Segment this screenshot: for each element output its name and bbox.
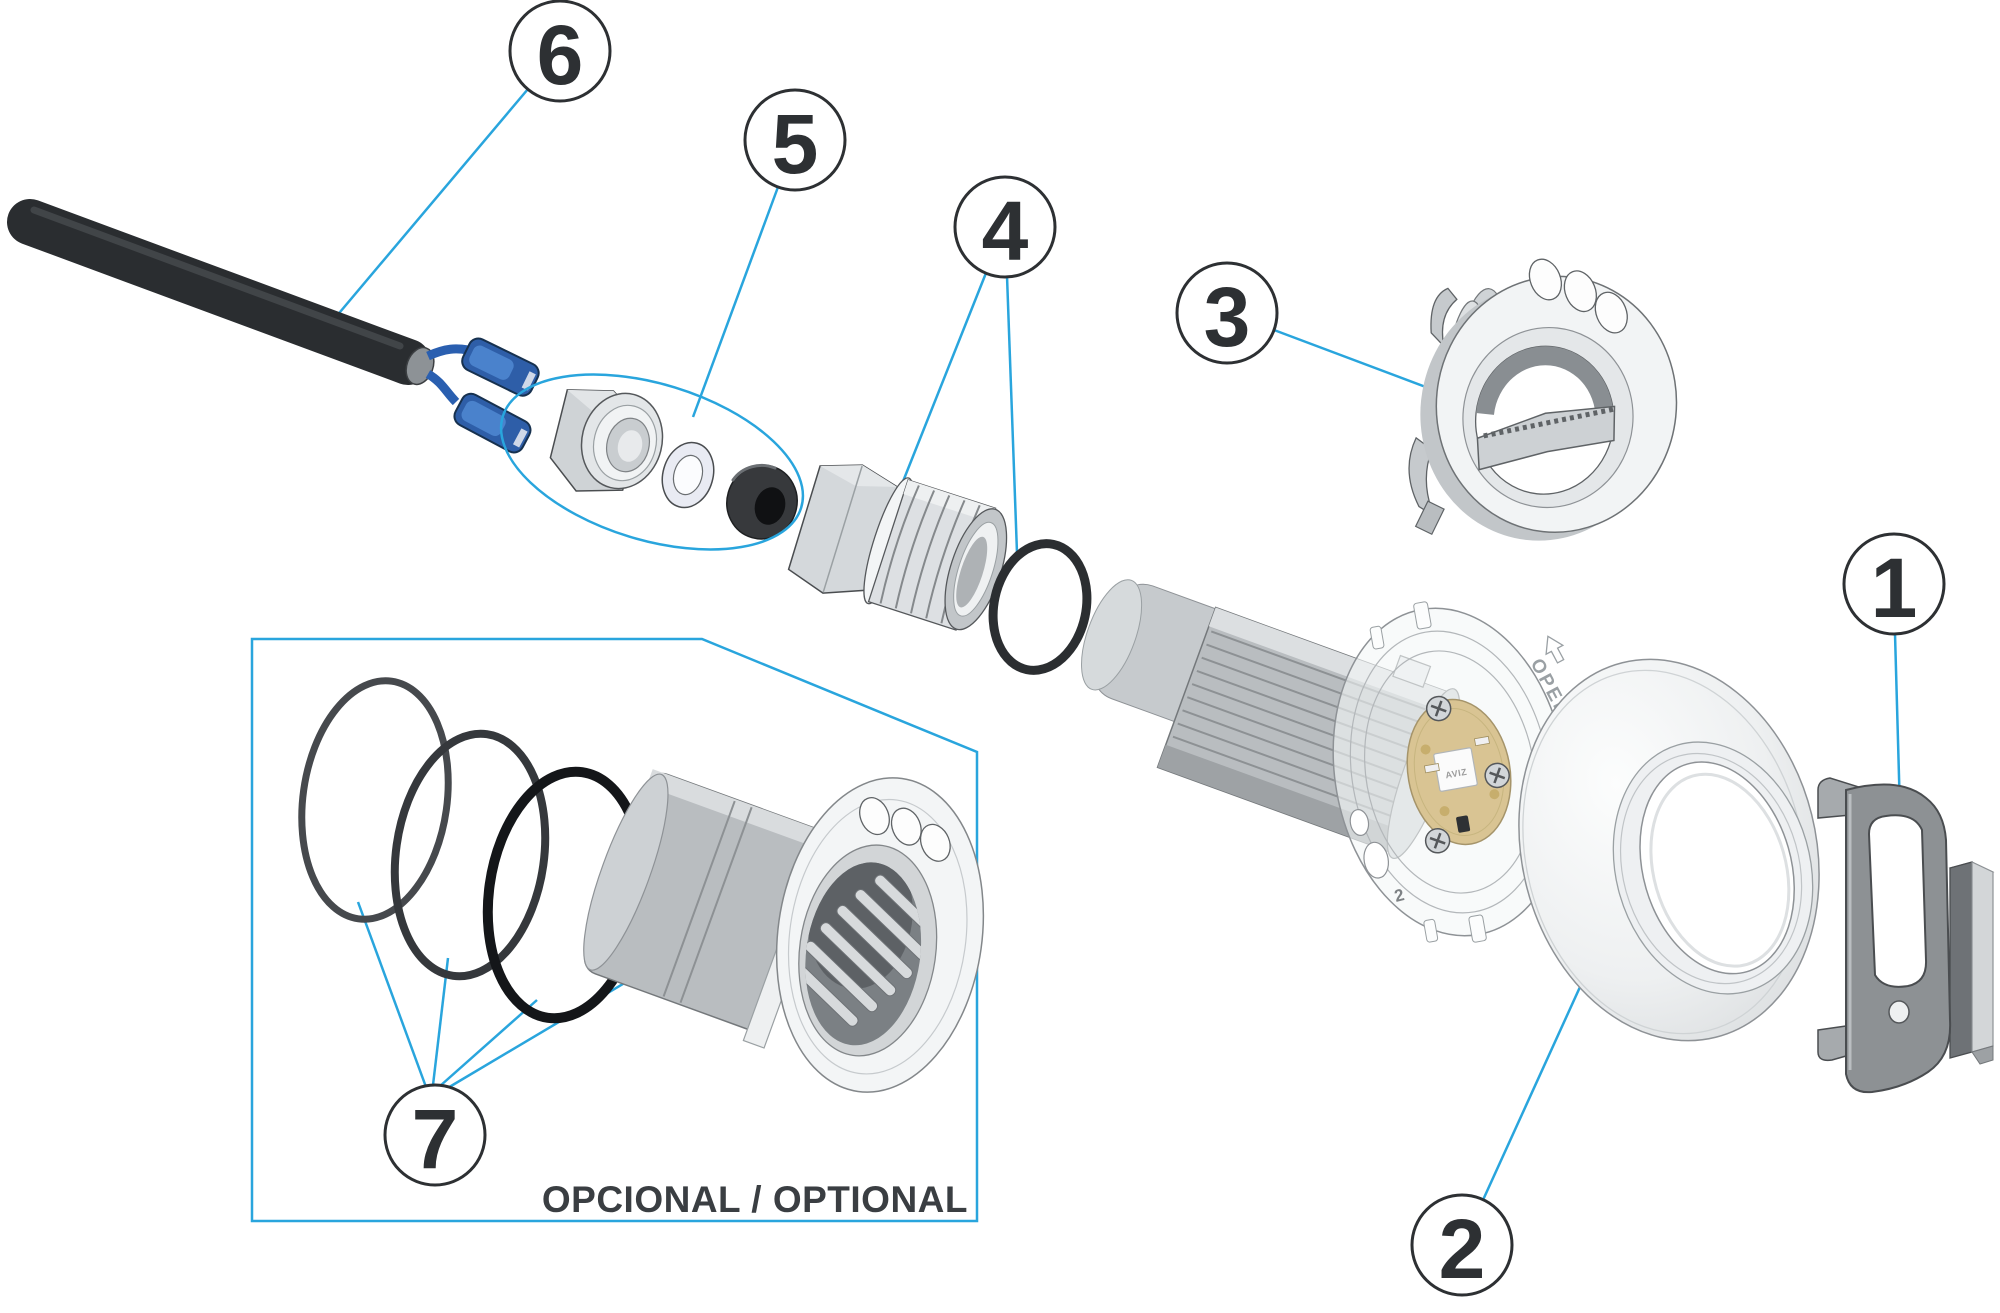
threaded-adapter	[787, 464, 1092, 675]
lens-opening	[1639, 761, 1795, 975]
leader-7c	[439, 999, 538, 1087]
optional-box-outline	[250, 637, 979, 1223]
gland-grommet	[726, 463, 798, 540]
wire-1	[426, 344, 469, 361]
callout-4: 4	[953, 175, 1057, 279]
fixing-ring	[1408, 258, 1678, 541]
leader-7a	[356, 901, 428, 1088]
cable-gland-set	[499, 373, 805, 551]
leader-5	[691, 186, 780, 418]
open-arrow-icon	[1545, 635, 1565, 664]
callout-1: 1	[1842, 532, 1946, 636]
callout-5: 5	[743, 88, 847, 192]
ring-serrated-segment	[1476, 405, 1616, 471]
callout-7: 7	[383, 1083, 487, 1187]
leader-4a	[898, 272, 988, 490]
niche-fins	[793, 854, 933, 1027]
callout-5-number: 5	[772, 97, 819, 191]
lamp-pcb: AVIZ	[1406, 695, 1512, 854]
gland-thread-tip	[580, 392, 664, 490]
callout-6-number: 6	[537, 8, 584, 102]
callout-4-number: 4	[982, 184, 1029, 278]
lens-front-cover	[1518, 658, 1820, 1042]
group-5-outline	[499, 373, 805, 551]
callout-2-number: 2	[1439, 1202, 1486, 1296]
callout-1-number: 1	[1871, 541, 1918, 635]
leader-6	[318, 88, 529, 338]
callout-6: 6	[508, 0, 612, 103]
lamp-assembly: AVIZ OPEN 2	[1081, 579, 1574, 943]
leader-4b	[1005, 275, 1019, 554]
power-cable	[7, 199, 540, 454]
led-chip-label: AVIZ	[1445, 767, 1468, 781]
callout-2: 2	[1410, 1193, 1514, 1297]
callout-3: 3	[1175, 261, 1279, 365]
optional-box-label: OPCIONAL / OPTIONAL	[542, 1179, 968, 1220]
bracket-plate	[1845, 783, 1952, 1094]
flange-position-marking: 2	[1392, 885, 1406, 906]
mounting-bracket	[1817, 777, 1995, 1094]
wire-2	[425, 370, 460, 406]
callout-3-number: 3	[1204, 270, 1251, 364]
adapter-o-ring	[988, 539, 1092, 675]
callout-7-number: 7	[412, 1092, 459, 1186]
cable-ferrule	[405, 346, 435, 386]
bracket-hole	[1888, 1000, 1910, 1024]
o-ring-medium	[390, 729, 550, 981]
spade-terminal-2	[453, 392, 532, 454]
led-chip	[1433, 747, 1478, 792]
leader-1	[1893, 633, 1902, 813]
niche-flange	[775, 777, 985, 1093]
leader-7b	[431, 957, 450, 1086]
optional-box: OPCIONAL / OPTIONAL	[250, 637, 979, 1223]
wall-niche	[583, 769, 985, 1093]
leader-2	[1481, 964, 1592, 1201]
gland-washer	[661, 441, 715, 509]
o-ring-small	[298, 677, 452, 923]
pcb-screws	[1424, 695, 1510, 854]
callouts: 1 2 3 4 5 6 7	[383, 0, 1946, 1297]
